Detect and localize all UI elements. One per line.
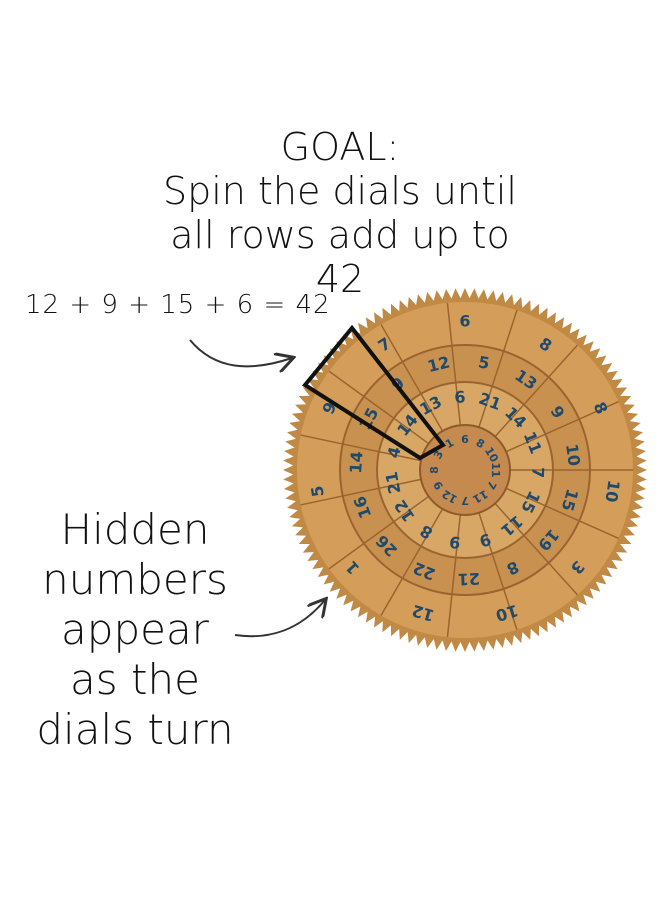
dial-number-middle: 5 bbox=[477, 352, 491, 373]
dial-number-inner: 9 bbox=[477, 530, 493, 551]
caption-line: Hidden bbox=[60, 505, 210, 554]
caption-arrow bbox=[234, 600, 325, 638]
dial-number-hub: 6 bbox=[461, 433, 469, 446]
dial-divider bbox=[505, 400, 619, 453]
dial-number-outer: 5 bbox=[307, 484, 327, 498]
dial-number-inner: 21 bbox=[382, 470, 405, 495]
caption-line: dials turn bbox=[36, 705, 234, 754]
dial-number-inner: 4 bbox=[384, 445, 405, 460]
dial-number-outer: 6 bbox=[459, 312, 470, 331]
dial-number-hub: 8 bbox=[428, 466, 441, 474]
dial-divider bbox=[505, 487, 619, 540]
highlighted-row-outline bbox=[302, 324, 447, 461]
dial-number-hub: 7 bbox=[461, 494, 469, 507]
dial-divider bbox=[478, 512, 518, 631]
dial-divider bbox=[446, 514, 462, 638]
dial-divider bbox=[478, 309, 518, 428]
dial-number-outer: 10 bbox=[601, 479, 623, 504]
dial-number-inner: 7 bbox=[528, 467, 547, 479]
goal-heading: GOAL: Spin the dials until all rows add … bbox=[150, 125, 530, 301]
goal-line-1: Spin the dials until bbox=[163, 169, 517, 213]
dial-number-middle: 12 bbox=[426, 352, 452, 376]
goal-label: GOAL: bbox=[280, 125, 400, 169]
example-equation: 12 + 9 + 15 + 6 = 42 bbox=[25, 290, 331, 320]
dial-number-hub: 11 bbox=[489, 462, 502, 477]
dial-divider bbox=[380, 324, 444, 432]
hidden-numbers-caption: Hidden numbers appear as the dials turn bbox=[20, 505, 250, 755]
dial-number-inner: 6 bbox=[454, 387, 466, 407]
dial-divider bbox=[300, 478, 422, 506]
dial-divider bbox=[328, 495, 430, 570]
dial-number-middle: 10 bbox=[562, 442, 584, 467]
dial-number-inner: 9 bbox=[448, 532, 462, 552]
goal-line-2: all rows add up to 42 bbox=[170, 213, 510, 301]
dial-divider bbox=[328, 370, 430, 445]
dial-number-middle: 14 bbox=[346, 451, 367, 475]
dial-divider bbox=[494, 502, 578, 596]
dial-divider bbox=[300, 434, 422, 462]
equation-arrow bbox=[189, 339, 292, 366]
dial-divider bbox=[380, 508, 444, 616]
caption-line: appear bbox=[61, 605, 209, 654]
caption-line: numbers bbox=[42, 555, 228, 604]
dial-divider bbox=[494, 344, 578, 438]
dial-number-middle: 21 bbox=[457, 569, 480, 589]
dial-divider bbox=[446, 302, 462, 426]
caption-line: as the bbox=[70, 655, 200, 704]
